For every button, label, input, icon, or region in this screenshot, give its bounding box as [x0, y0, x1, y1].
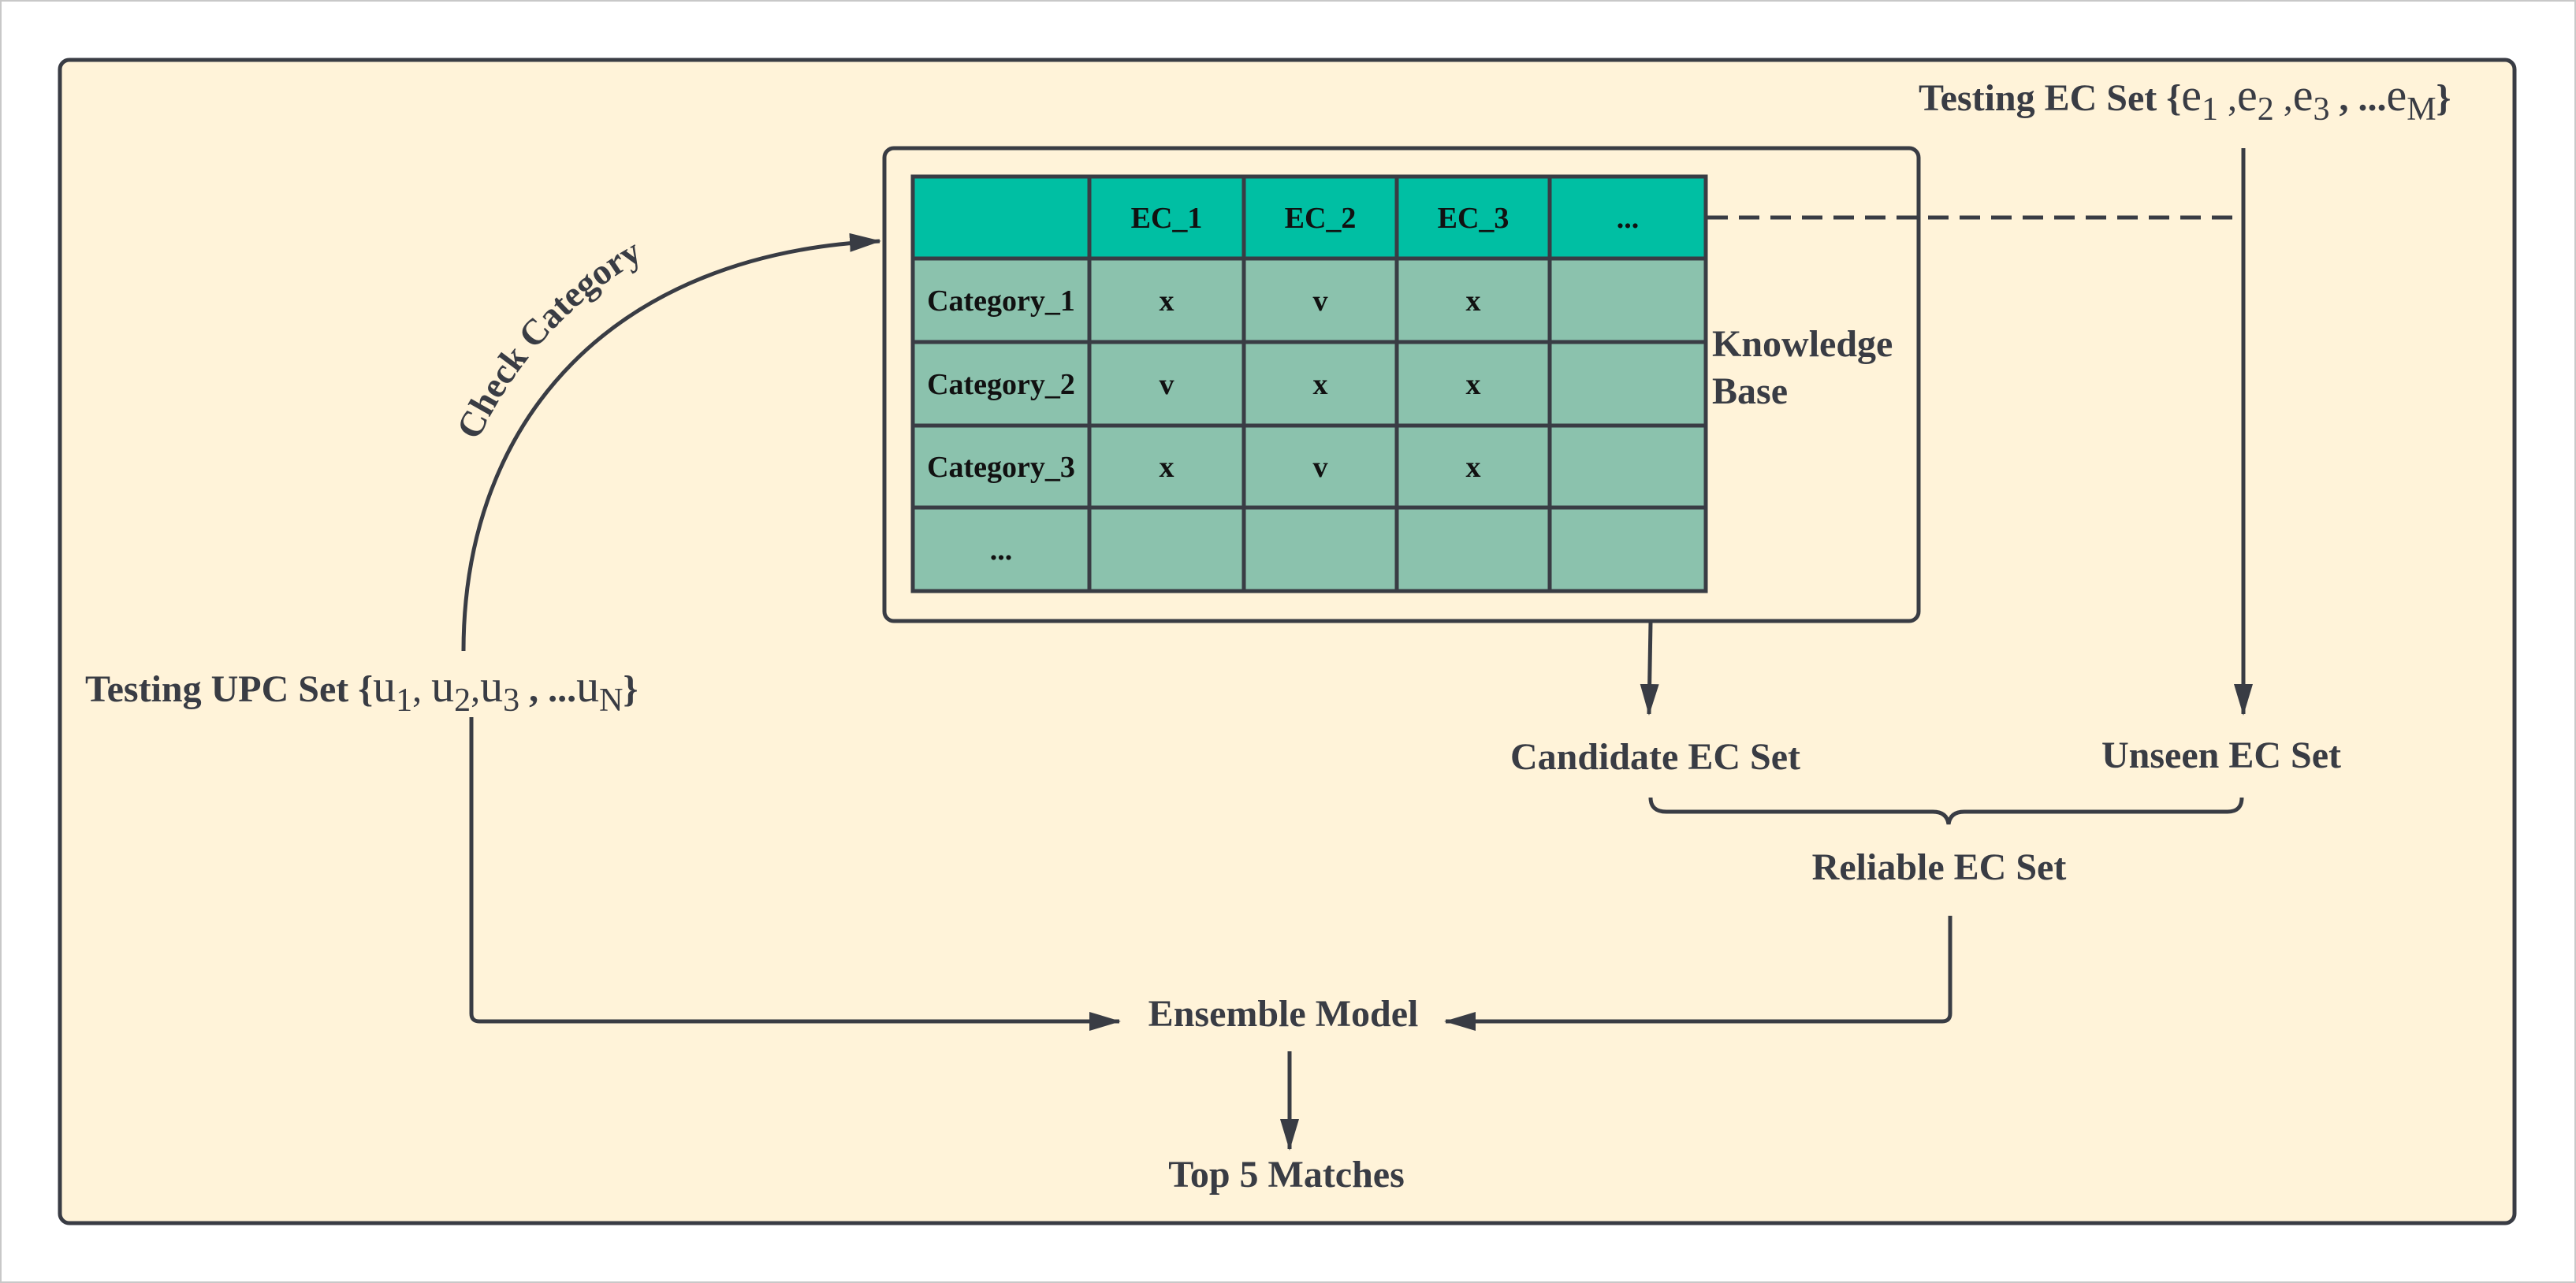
- table-header-text: EC_2: [1285, 202, 1357, 235]
- table-cell-text: v: [1313, 451, 1328, 484]
- reliable-ec-set-label: Reliable EC Set: [1812, 846, 2067, 888]
- table-cell: [1394, 505, 1552, 593]
- table-row-label: ...: [990, 534, 1013, 567]
- table-cell-text: x: [1313, 368, 1328, 401]
- table-cell-text: x: [1466, 284, 1481, 318]
- kb-to-candidate-arrow: [1640, 622, 1659, 716]
- table-cell: [1394, 256, 1552, 344]
- testing-upc-set-label: Testing UPC Set {u1, u2,u3 , ...uN}: [85, 660, 638, 719]
- knowledge-base-container: [882, 146, 1921, 623]
- table-cell: [1547, 505, 1708, 593]
- upc-to-ensemble-arrow: [469, 717, 1121, 1031]
- testing-ec-set-label: Testing EC Set {e1 ,e2 ,e3 , ...eM}: [1919, 69, 2451, 128]
- table-cell: [1394, 340, 1552, 428]
- unseen-ec-set-label: Unseen EC Set: [2101, 734, 2341, 776]
- table-header-cell: [910, 174, 1092, 261]
- table-cell: [1547, 340, 1708, 428]
- reliable-to-ensemble-arrow: [1444, 916, 1952, 1031]
- table-row-label: Category_2: [927, 368, 1075, 401]
- table-header-text: EC_3: [1438, 202, 1509, 235]
- table-cell-text: x: [1160, 451, 1174, 484]
- table-cell-text: x: [1160, 284, 1174, 318]
- table-row-label: Category_3: [927, 451, 1075, 484]
- table-cell-text: x: [1466, 451, 1481, 484]
- table-cell-text: x: [1466, 368, 1481, 401]
- knowledge-base-label-line2: Base: [1712, 370, 1788, 412]
- table-cell: [1241, 505, 1399, 593]
- knowledge-base-label: Knowledge: [1712, 323, 1893, 365]
- table-header-text: EC_1: [1131, 202, 1203, 235]
- candidate-ec-set-label: Candidate EC Set: [1510, 736, 1800, 778]
- table-cell-text: v: [1160, 368, 1174, 401]
- table-cell-text: v: [1313, 284, 1328, 318]
- top-matches-label: Top 5 Matches: [1168, 1154, 1405, 1196]
- table-cell: [1547, 256, 1708, 344]
- table-cell: [1087, 423, 1246, 510]
- table-header-cell: [1547, 174, 1708, 261]
- table-cell: [1241, 423, 1399, 510]
- check-category-arrow: [461, 232, 881, 652]
- main-panel: [58, 58, 2517, 1225]
- merge-brace: [1648, 797, 2244, 825]
- ensemble-model-label: Ensemble Model: [1148, 993, 1419, 1035]
- table-row-label: Category_1: [927, 284, 1075, 318]
- table-cell: [1547, 423, 1708, 510]
- table-cell: [1087, 256, 1246, 344]
- table-cell: [910, 505, 1092, 593]
- table-cell: [1087, 505, 1246, 593]
- table-header-text: ...: [1617, 202, 1640, 235]
- table-cell: [1087, 340, 1246, 428]
